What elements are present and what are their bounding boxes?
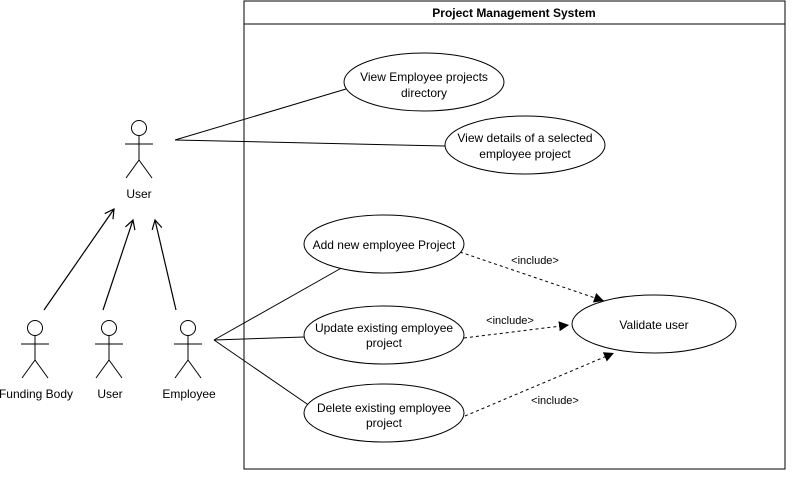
actor-user-bottom[interactable] [95,320,123,379]
actor-employee[interactable] [174,320,202,379]
actor-label-employee: Employee [162,387,216,401]
stick-figure-icon [125,120,153,179]
use-case-label: employee project [479,147,571,161]
stick-figure-icon [21,320,49,379]
use-case-add-project[interactable]: Add new employee Project [303,214,465,274]
use-case-view-details[interactable]: View details of a selected employee proj… [444,115,606,175]
gen-employee-user [151,218,177,311]
include-add-validate [459,251,605,303]
actor-label-funding-body: Funding Body [0,387,73,401]
gen-funding-body-user [43,207,115,311]
actor-label-user-bottom: User [97,387,122,401]
include-dependencies [459,251,615,417]
stick-figure-icon [174,320,202,379]
use-case-delete-project[interactable]: Delete existing employee project [303,383,465,443]
generalizations [43,207,177,311]
gen-user-user [102,218,136,311]
use-case-label: project [366,336,403,350]
use-case-label: Delete existing employee [317,401,451,415]
use-case-label: project [366,416,403,430]
assoc-employee-add [213,265,346,341]
use-case-update-project[interactable]: Update existing employee project [303,305,465,365]
use-case-label: directory [401,86,447,100]
use-case-label: View Employee projects [360,70,488,84]
use-case-label: View details of a selected [457,131,592,145]
use-case-label: Add new employee Project [313,238,456,252]
actor-label-user-top: User [126,187,151,201]
assoc-user-view-details [174,139,446,147]
use-case-label: Update existing employee [315,321,453,335]
actor-user-top[interactable] [125,120,153,179]
include-label-3: <include> [531,395,579,407]
associations [174,88,446,407]
use-case-validate-user[interactable]: Validate user [571,294,737,354]
stick-figure-icon [95,320,123,379]
assoc-employee-delete [213,339,311,407]
include-labels: <include> <include> <include> [486,255,579,407]
include-delete-validate [464,352,615,417]
assoc-user-view-directory [174,88,347,141]
system-title: Project Management System [432,6,595,20]
actor-funding-body[interactable] [21,320,49,379]
include-label-1: <include> [511,255,559,267]
include-label-2: <include> [486,315,534,327]
assoc-employee-update [213,336,305,341]
use-case-view-directory[interactable]: View Employee projects directory [343,52,505,112]
use-case-label: Validate user [619,318,688,332]
